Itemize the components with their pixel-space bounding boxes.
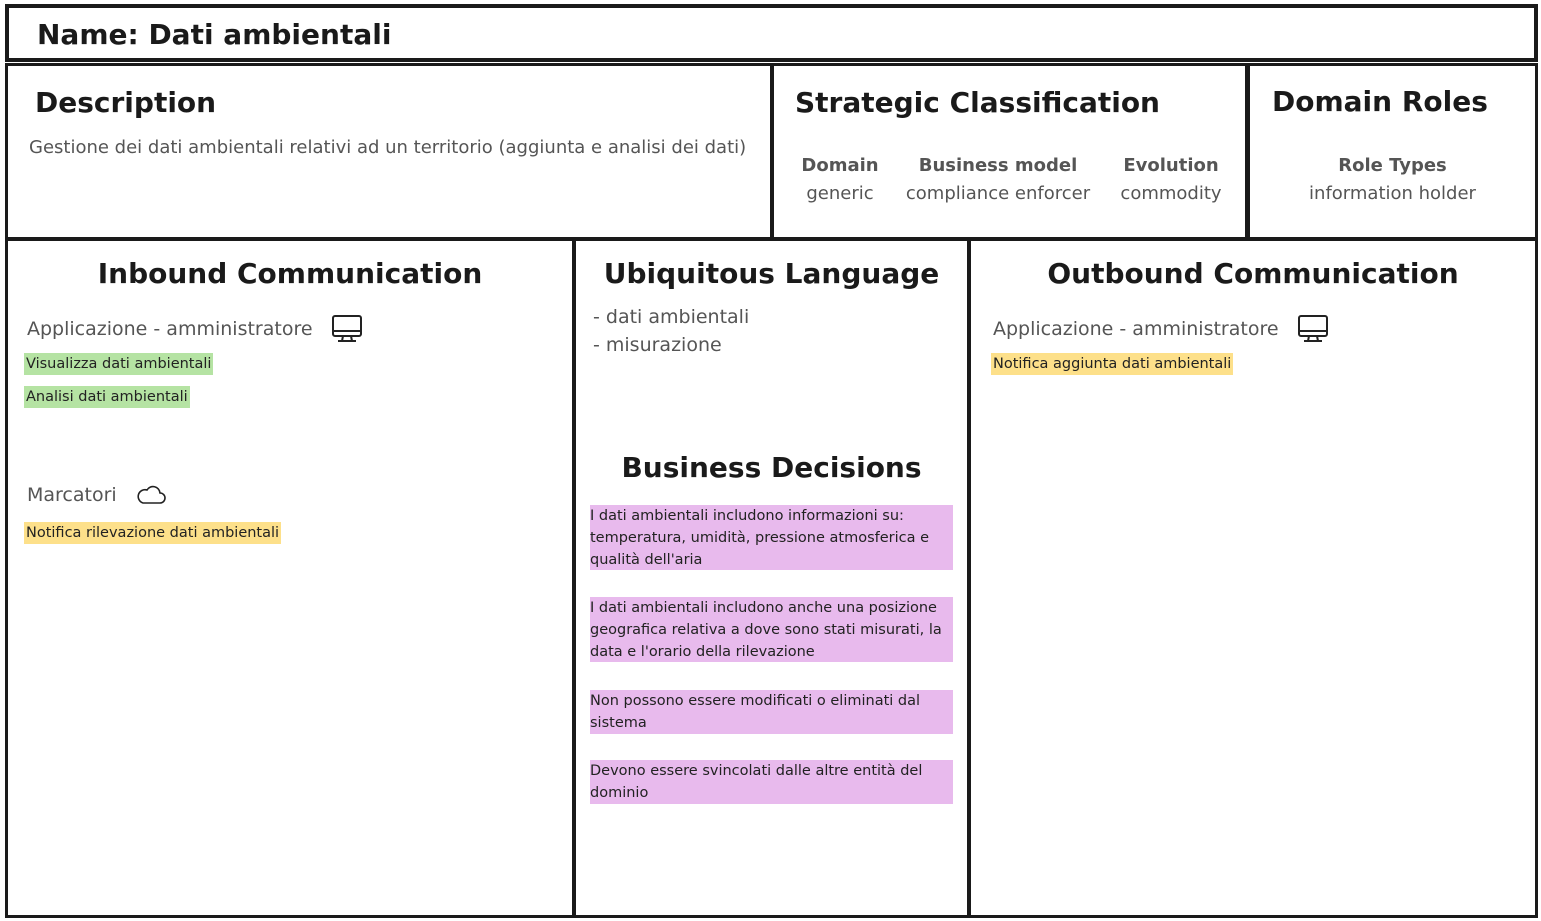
outbound-message-sticky: Notifica aggiunta dati ambientali	[991, 353, 1234, 375]
cloud-icon	[135, 484, 167, 506]
role-types-value: information holder	[1309, 183, 1476, 204]
outbound-actor-label: Applicazione - amministratore	[993, 318, 1279, 340]
domain-roles-title: Domain Roles	[1272, 85, 1488, 118]
classification-domain-value: generic	[806, 183, 874, 204]
ubiquitous-language-section: Ubiquitous Language - dati ambientali - …	[573, 238, 970, 918]
classification-business-model-value: compliance enforcer	[905, 183, 1091, 204]
business-decision-sticky: I dati ambientali includono informazioni…	[590, 505, 953, 570]
business-decision-sticky: I dati ambientali includono anche una po…	[590, 597, 953, 662]
inbound-message-sticky: Analisi dati ambientali	[24, 386, 190, 408]
business-decisions-title: Business Decisions	[621, 451, 922, 484]
outbound-communication-section: Outbound Communication Applicazione - am…	[968, 238, 1538, 918]
role-types: Role Types information holder	[1290, 152, 1495, 208]
strategic-classification-section: Strategic Classification Domain generic …	[771, 63, 1248, 240]
inbound-message-sticky: Visualizza dati ambientali	[24, 353, 214, 375]
inbound-actor-marcatori: Marcatori	[27, 484, 167, 506]
inbound-communication-title: Inbound Communication	[97, 257, 483, 290]
inbound-message-sticky: Notifica rilevazione dati ambientali	[24, 522, 282, 544]
monitor-icon	[331, 314, 363, 344]
classification-evolution-heading: Evolution	[1123, 155, 1219, 176]
inbound-actor-label: Marcatori	[27, 484, 117, 506]
strategic-classification-title: Strategic Classification	[795, 86, 1160, 119]
description-title: Description	[35, 86, 217, 119]
context-name: Name: Dati ambientali	[37, 18, 392, 51]
classification-business-model: Business model compliance enforcer	[899, 152, 1097, 208]
outbound-actor-applicazione: Applicazione - amministratore	[993, 314, 1329, 344]
classification-business-model-heading: Business model	[918, 155, 1078, 176]
monitor-icon	[1297, 314, 1329, 344]
role-types-heading: Role Types	[1338, 155, 1447, 176]
business-decision-sticky: Non possono essere modificati o eliminat…	[590, 690, 953, 734]
description-text: Gestione dei dati ambientali relativi ad…	[29, 137, 747, 158]
domain-roles-section: Domain Roles Role Types information hold…	[1247, 63, 1538, 240]
inbound-actor-applicazione: Applicazione - amministratore	[27, 314, 363, 344]
ubiquitous-language-title: Ubiquitous Language	[603, 257, 940, 290]
ubiquitous-term: - misurazione	[593, 334, 722, 356]
classification-evolution: Evolution commodity	[1114, 152, 1228, 208]
description-section: Description Gestione dei dati ambientali…	[5, 63, 773, 240]
classification-evolution-value: commodity	[1120, 183, 1222, 204]
ubiquitous-term: - dati ambientali	[593, 306, 750, 328]
inbound-communication-section: Inbound Communication Applicazione - amm…	[5, 238, 575, 918]
classification-domain: Domain generic	[796, 152, 884, 208]
name-section: Name: Dati ambientali	[5, 4, 1538, 62]
inbound-actor-label: Applicazione - amministratore	[27, 318, 313, 340]
business-decision-sticky: Devono essere svincolati dalle altre ent…	[590, 760, 953, 804]
outbound-communication-title: Outbound Communication	[1047, 257, 1459, 290]
classification-domain-heading: Domain	[801, 155, 879, 176]
